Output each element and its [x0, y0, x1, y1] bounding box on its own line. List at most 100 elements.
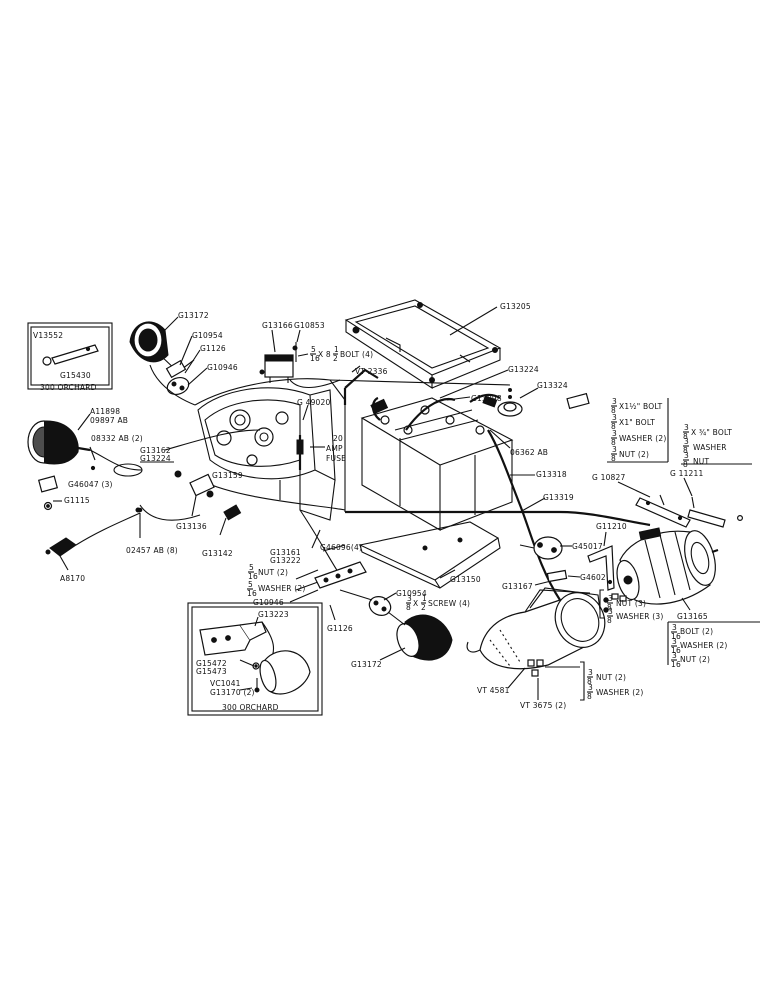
svg-text:3: 3 — [672, 637, 677, 646]
bracket-G11210 — [587, 545, 615, 591]
callout-A8170: A8170 — [60, 574, 85, 583]
callout-VT4581: VT 4581 — [477, 686, 510, 695]
instrument-panel — [197, 387, 336, 521]
nut-washer-fractions: 5 16 5 16 — [247, 563, 258, 598]
svg-text:X: X — [413, 599, 418, 608]
callout-G46096: G46096(4) — [320, 543, 362, 552]
svg-text:3: 3 — [612, 429, 617, 438]
svg-text:8: 8 — [406, 603, 411, 612]
callout-G13165: G13165 — [677, 612, 708, 621]
svg-text:3: 3 — [612, 445, 617, 454]
callout-G10946-top: G10946 — [207, 363, 238, 372]
callout-G13167: G13167 — [502, 582, 533, 591]
inset-bottom-part3: G15473 — [196, 667, 227, 676]
callout-G1115: G1115 — [64, 496, 90, 505]
callout-G13161: G13161 — [270, 548, 301, 557]
inset-bottom-part4: VC1041 — [210, 679, 241, 688]
generator — [616, 527, 719, 605]
callout-washer2b: WASHER (2) — [596, 688, 644, 697]
svg-text:16: 16 — [310, 354, 320, 363]
inset-top-title: 300 ORCHARD — [40, 383, 97, 392]
inset-bottom-title: 300 ORCHARD — [222, 703, 279, 712]
svg-text:8: 8 — [611, 406, 616, 415]
svg-text:2: 2 — [421, 603, 426, 612]
callout-G1126-mid: G1126 — [327, 624, 353, 633]
callout-nut2: NUT (2) — [258, 568, 288, 577]
inset-bottom-part1: G13223 — [258, 610, 289, 619]
callout-bolt-a: X1½" BOLT — [619, 402, 663, 411]
callout-G13222: G13222 — [270, 556, 301, 565]
inset-bottom-orchard — [187, 602, 323, 716]
plug-A8170 — [45, 512, 141, 557]
starter-hardware — [527, 659, 544, 677]
svg-text:3: 3 — [588, 668, 593, 677]
svg-text:3: 3 — [684, 437, 689, 446]
callout-fuse-1: 20 — [333, 434, 343, 443]
callout-washer3: WASHER (3) — [616, 612, 664, 621]
callout-G13150: G13150 — [450, 575, 481, 584]
svg-text:8: 8 — [611, 454, 616, 463]
svg-text:8: 8 — [611, 438, 616, 447]
battery-terminal-parts — [469, 388, 590, 417]
inset-bottom-part2: G15472 — [196, 659, 227, 668]
callout-G1126-top: G1126 — [200, 344, 226, 353]
svg-text:16: 16 — [671, 632, 681, 641]
svg-text:8: 8 — [683, 446, 688, 455]
callout-08332AB: 08332 AB (2) — [91, 434, 143, 443]
svg-text:5: 5 — [311, 345, 316, 354]
inset-top-orchard: V13552 G15430 300 ORCHARD — [27, 322, 113, 392]
callout-nut-e: NUT — [693, 457, 709, 466]
callout-washer2: WASHER (2) — [258, 584, 306, 593]
inset-top-part1: V13552 — [33, 331, 63, 340]
callout-G13136: G13136 — [176, 522, 207, 531]
callout-G13172-top: G13172 — [178, 311, 209, 320]
fuse-holder — [296, 435, 304, 470]
svg-text:3: 3 — [588, 683, 593, 692]
callout-G13159: G13159 — [212, 471, 243, 480]
callout-G13224-top: G13224 — [508, 365, 539, 374]
callout-G13318: G13318 — [536, 470, 567, 479]
svg-text:3: 3 — [684, 451, 689, 460]
callout-nut2c: NUT (2) — [680, 655, 710, 664]
hardware-list-left: 3 8 3 8 3 8 3 8 — [607, 397, 669, 463]
callout-G10853: G10853 — [294, 321, 325, 330]
svg-text:5: 5 — [249, 563, 254, 572]
callout-fuse-3: FUSE — [326, 454, 346, 463]
callout-screw4: SCREW (4) — [428, 599, 470, 608]
svg-text:1: 1 — [334, 345, 339, 354]
starter-motor — [466, 587, 609, 670]
svg-text:3: 3 — [672, 623, 677, 632]
bracket-G10946-mid — [314, 561, 367, 589]
flood-lamp-left — [27, 420, 143, 513]
callout-02457AB: 02457 AB (8) — [126, 546, 178, 555]
svg-text:16: 16 — [671, 660, 681, 669]
inset-top-part2: G15430 — [60, 371, 91, 380]
svg-text:8: 8 — [683, 460, 688, 469]
adjusting-strap — [635, 494, 743, 528]
callout-G13098: G13098 — [471, 394, 502, 403]
callout-G46047: G46047 (3) — [68, 480, 113, 489]
callout-bolt2: BOLT (2) — [680, 627, 713, 636]
callout-G11210: G11210 — [596, 522, 627, 531]
svg-text:2: 2 — [333, 354, 338, 363]
callout-G11211: G 11211 — [670, 469, 703, 478]
svg-text:3: 3 — [672, 651, 677, 660]
bolt4-fraction: 5 16 X 8 1 2 — [310, 345, 339, 363]
svg-text:16: 16 — [247, 589, 257, 598]
voltage-regulator — [259, 342, 341, 389]
callout-nut3: NUT (3) — [616, 599, 646, 608]
callout-G13324: G13324 — [537, 381, 568, 390]
svg-text:8: 8 — [587, 677, 592, 686]
callout-G13172-mid: G13172 — [351, 660, 382, 669]
screw4-fraction: 3 8 X 1 2 — [406, 594, 427, 612]
callout-06362AB: 06362 AB — [510, 448, 548, 457]
callout-washer2c: WASHER (2) — [680, 641, 728, 650]
callout-bolt-b: X1" BOLT — [619, 418, 655, 427]
svg-text:1: 1 — [422, 594, 427, 603]
callout-G13142: G13142 — [202, 549, 233, 558]
callout-G13224-left: G13224 — [140, 454, 171, 463]
callout-VT2336: VT 2336 — [355, 367, 388, 376]
callout-G13319: G13319 — [543, 493, 574, 502]
